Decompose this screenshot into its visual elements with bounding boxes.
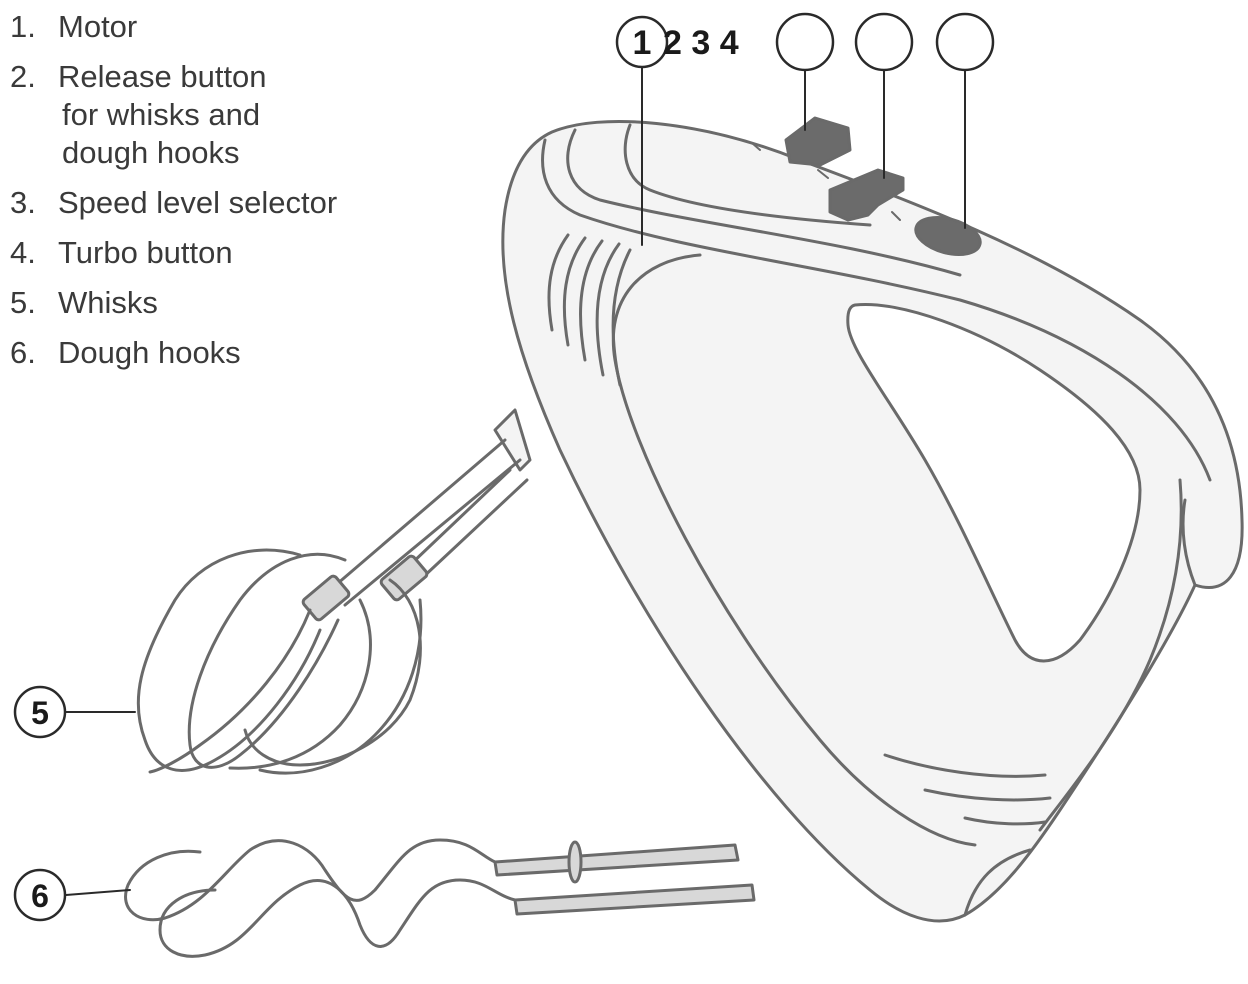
callout-label-whisks: 5 <box>31 695 49 731</box>
whisk-shaft <box>418 478 529 582</box>
legend-number: 2. <box>10 59 36 94</box>
whisk-wire <box>136 548 322 772</box>
legend-label: Speed level selector <box>58 185 338 220</box>
whisk-wire <box>187 552 347 769</box>
dough-hook-spiral <box>158 878 517 958</box>
legend-label: Dough hooks <box>58 335 241 370</box>
callout-label-dough-hooks: 6 <box>31 878 49 914</box>
handle-opening <box>846 302 1142 663</box>
vent-slot <box>579 239 604 362</box>
dough-hook-shaft <box>513 883 756 916</box>
callout-leader-dough-hooks <box>65 889 131 896</box>
legend-label-continued: dough hooks <box>62 135 240 170</box>
callout-circle-motor <box>615 15 669 69</box>
legend-item-whisks: 5. Whisks <box>10 284 337 322</box>
legend-number: 3. <box>10 185 36 220</box>
legend-item-speed-selector: 3. Speed level selector <box>10 184 337 222</box>
vent-slot <box>547 233 570 332</box>
legend-number: 5. <box>10 285 36 320</box>
legend-item-dough-hooks: 6. Dough hooks <box>10 334 337 372</box>
body-top-contour-inner <box>566 128 962 277</box>
callout-circle-whisks <box>13 685 67 739</box>
whisk-wire <box>228 598 372 770</box>
top-dome <box>623 123 872 227</box>
whisk-shaft <box>343 458 522 607</box>
body-rear-edge <box>1181 498 1197 587</box>
rear-vent-slot <box>923 788 1052 802</box>
callout-circle-turbo <box>935 12 995 72</box>
whisk-shaft <box>328 438 507 592</box>
parts-legend: 1. Motor 2. Release button for whisks an… <box>10 8 337 384</box>
body-side-groove <box>611 253 977 847</box>
dough-hook-collar <box>567 840 583 884</box>
legend-number: 1. <box>10 9 36 44</box>
callout-label-top-numbers: 2 3 4 <box>663 24 739 62</box>
body-side-groove-2 <box>1038 478 1183 832</box>
callout-label-motor: 1 <box>633 24 652 62</box>
vent-slot <box>611 248 632 387</box>
callout-circle-release <box>775 12 835 72</box>
legend-label: Motor <box>58 9 138 44</box>
speed-selector <box>828 168 905 222</box>
rear-vent-slot <box>963 816 1047 826</box>
callout-circle-dough-hooks <box>13 868 67 922</box>
body-top-contour <box>541 138 1212 482</box>
legend-label: Turbo button <box>58 235 233 270</box>
legend-number: 6. <box>10 335 36 370</box>
rear-vent-slot <box>883 753 1047 778</box>
legend-label: Whisks <box>58 285 158 320</box>
whisk-wire <box>148 608 312 774</box>
whisk-wire <box>258 598 423 775</box>
legend-label-continued: for whisks and <box>62 97 261 132</box>
legend-item-turbo-button: 4. Turbo button <box>10 234 337 272</box>
whisk-shaft <box>493 408 532 472</box>
legend-item-motor: 1. Motor <box>10 8 337 46</box>
legend-item-release-button: 2. Release button for whisks and dough h… <box>10 58 337 172</box>
whisk-shaft <box>408 468 512 567</box>
legend-label: Release button <box>58 59 267 94</box>
whisk-collar <box>379 554 429 602</box>
legend-number: 4. <box>10 235 36 270</box>
callout-circle-speed <box>854 12 914 72</box>
body-bottom-edge <box>963 848 1032 917</box>
switch-marking <box>751 142 901 221</box>
vent-slot <box>562 236 587 347</box>
whisk-wire <box>243 578 422 767</box>
vent-slot <box>595 242 621 377</box>
dough-hook-shaft <box>493 843 740 877</box>
release-button <box>784 116 852 167</box>
